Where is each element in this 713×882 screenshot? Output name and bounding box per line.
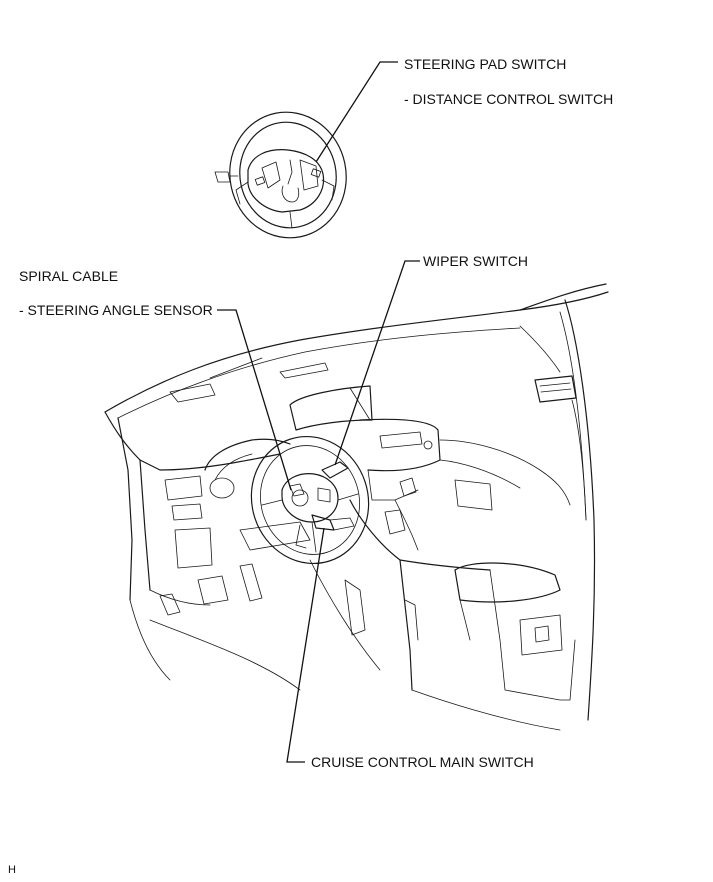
label-steering-pad-switch: STEERING PAD SWITCH bbox=[404, 56, 567, 72]
leader-steering-pad bbox=[315, 61, 398, 163]
label-distance-control-switch: - DISTANCE CONTROL SWITCH bbox=[404, 91, 614, 107]
steering-wheel-detail bbox=[214, 111, 347, 239]
label-spiral-cable: SPIRAL CABLE bbox=[19, 268, 119, 284]
label-steering-angle-sensor: - STEERING ANGLE SENSOR bbox=[19, 302, 213, 318]
leader-wiper-switch bbox=[334, 260, 420, 466]
label-cruise-control-main-switch: CRUISE CONTROL MAIN SWITCH bbox=[311, 754, 534, 770]
corner-mark: H bbox=[8, 864, 16, 876]
leader-cruise-control bbox=[286, 527, 325, 763]
main-steering-wheel bbox=[250, 435, 370, 565]
leader-steering-angle-sensor bbox=[217, 309, 292, 491]
leader-lines bbox=[217, 61, 420, 763]
label-wiper-switch: WIPER SWITCH bbox=[423, 253, 528, 269]
dashboard-body bbox=[104, 283, 609, 731]
